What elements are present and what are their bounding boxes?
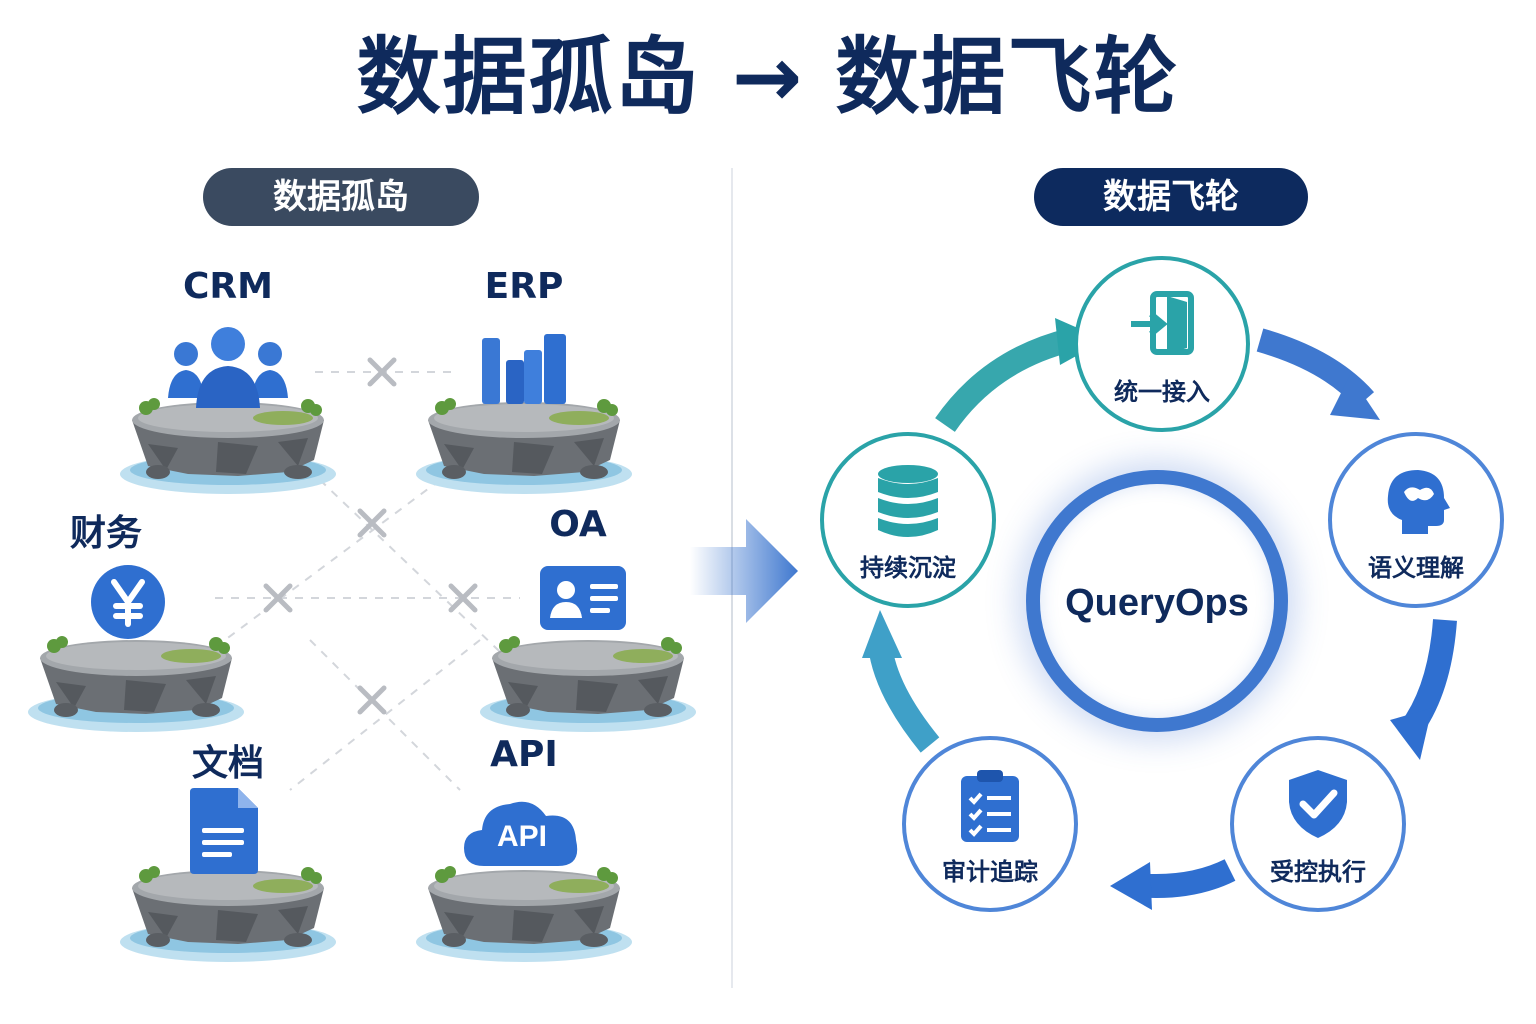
login-door-icon	[1131, 291, 1194, 355]
node-semantic-understanding: 语义理解	[1328, 432, 1504, 608]
island-oa: OA	[478, 504, 698, 764]
island-label: CRM	[183, 266, 273, 307]
node-controlled-execution: 受控执行	[1230, 736, 1406, 912]
x-mark-icon	[263, 583, 293, 613]
document-icon	[190, 788, 258, 874]
x-mark-icon	[448, 583, 478, 613]
cloud-api-icon: API	[462, 794, 582, 874]
node-label: 审计追踪	[942, 858, 1038, 886]
node-audit-trace: 审计追踪	[902, 736, 1078, 912]
island-label: 财务	[69, 513, 142, 554]
silo-pill: 数据孤岛	[203, 168, 479, 226]
node-label: 统一接入	[1114, 378, 1210, 406]
shield-check-icon	[1289, 770, 1347, 838]
node-label: 受控执行	[1270, 858, 1366, 886]
island-api: API API	[414, 734, 634, 994]
x-mark-icon	[357, 685, 387, 715]
clipboard-checklist-icon	[961, 770, 1019, 842]
page-title: 数据孤岛 → 数据飞轮	[356, 28, 1180, 126]
island-label: OA	[549, 504, 607, 545]
x-mark-icon	[357, 508, 387, 538]
island-finance: 财务	[26, 504, 246, 764]
flywheel-pill: 数据飞轮	[1034, 168, 1308, 226]
users-icon	[168, 327, 288, 408]
island-erp: ERP	[414, 266, 634, 526]
node-label: 语义理解	[1368, 554, 1464, 582]
x-mark-icon	[367, 357, 397, 387]
node-unified-access: 统一接入	[1074, 256, 1250, 432]
brain-head-icon	[1387, 470, 1450, 534]
island-label: 文档	[191, 743, 264, 784]
island-docs: 文档	[118, 734, 338, 994]
api-badge-text: API	[496, 820, 547, 853]
bar-chart-icon	[482, 334, 566, 404]
island-label: API	[490, 734, 558, 775]
broken-links	[215, 357, 541, 791]
transition-arrow-icon	[690, 519, 798, 623]
node-continuous-accumulation: 持续沉淀	[820, 432, 996, 608]
node-label: 持续沉淀	[860, 554, 956, 582]
id-card-icon	[540, 566, 626, 630]
database-icon	[878, 465, 938, 537]
island-label: ERP	[484, 266, 564, 307]
core-label: QueryOps	[1065, 582, 1249, 624]
island-crm: CRM	[118, 266, 338, 526]
flywheel-core: QueryOps	[1026, 470, 1288, 732]
yen-coin-icon	[91, 565, 165, 639]
